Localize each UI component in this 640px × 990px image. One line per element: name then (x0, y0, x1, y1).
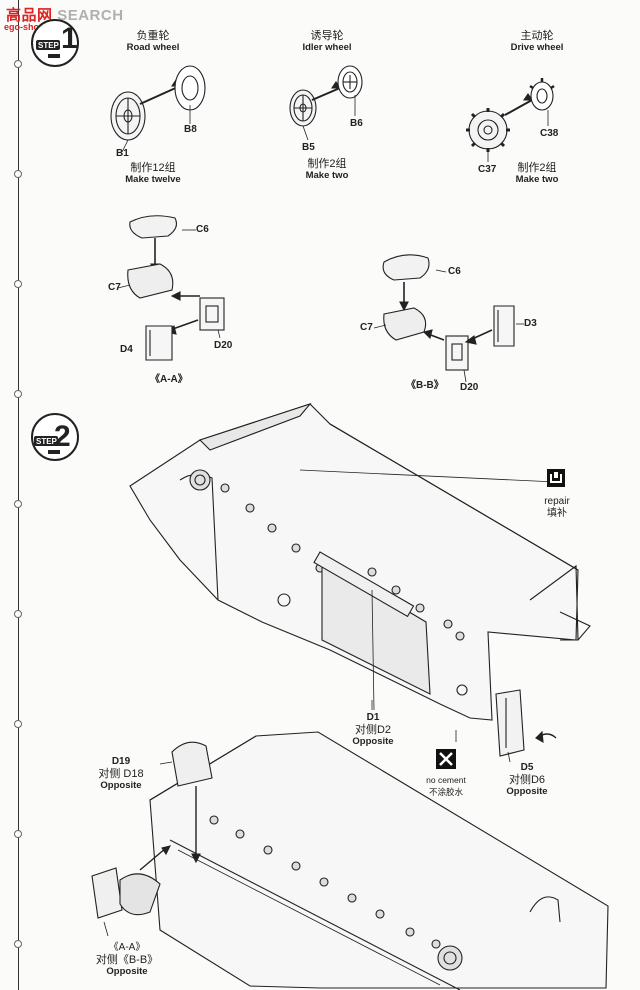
ab-label: 《A-A》 对侧《B-B》 Opposite (95, 942, 159, 977)
part-a-c6: C6 (196, 224, 209, 235)
part-a-c7: C7 (108, 282, 121, 293)
no-cement-icon (436, 749, 456, 769)
step-2-badge: 2 STEP (30, 412, 80, 462)
part-b1: B1 (116, 148, 129, 159)
sub-a-caption: 《A-A》 (150, 374, 188, 385)
binding-line (18, 0, 19, 990)
watermark-url: ego-shop.com (4, 22, 66, 32)
part-b-d20: D20 (460, 382, 479, 393)
part-b-c6: C6 (448, 266, 461, 277)
watermark: 高品网 SEARCH (6, 7, 124, 24)
d1-label: D1 对侧D2 Opposite (352, 712, 394, 747)
part-c37: C37 (478, 164, 497, 175)
part-a-d20: D20 (214, 340, 233, 351)
sub-assembly-b (373, 254, 524, 383)
d5-label: D5 对侧D6 Opposite (506, 762, 548, 797)
step-1-label: STEP (38, 41, 60, 50)
hull-lower-drawing (91, 731, 609, 990)
sub-assembly-a (117, 215, 225, 361)
step-2-label: STEP (36, 437, 58, 446)
part-a-d4: D4 (120, 344, 133, 355)
repair-icon (547, 469, 565, 487)
d19-label: D19 对侧 D18 Opposite (98, 756, 144, 791)
drive-wheel-drawing (466, 78, 555, 162)
part-b8: B8 (184, 124, 197, 135)
hull-upper-drawing (129, 402, 591, 763)
part-b-d3: D3 (524, 318, 537, 329)
part-b-c7: C7 (360, 322, 373, 333)
part-b5: B5 (302, 142, 315, 153)
road-wheel-drawing (110, 65, 206, 153)
step-2-number: 2 (54, 420, 71, 453)
part-c38: C38 (540, 128, 559, 139)
idler-wheel-drawing (289, 65, 363, 141)
sub-b-caption: 《B-B》 (406, 380, 444, 391)
part-b6: B6 (350, 118, 363, 129)
step-1-number: 1 (61, 22, 78, 55)
step-1-badge: 1 STEP (30, 18, 80, 68)
